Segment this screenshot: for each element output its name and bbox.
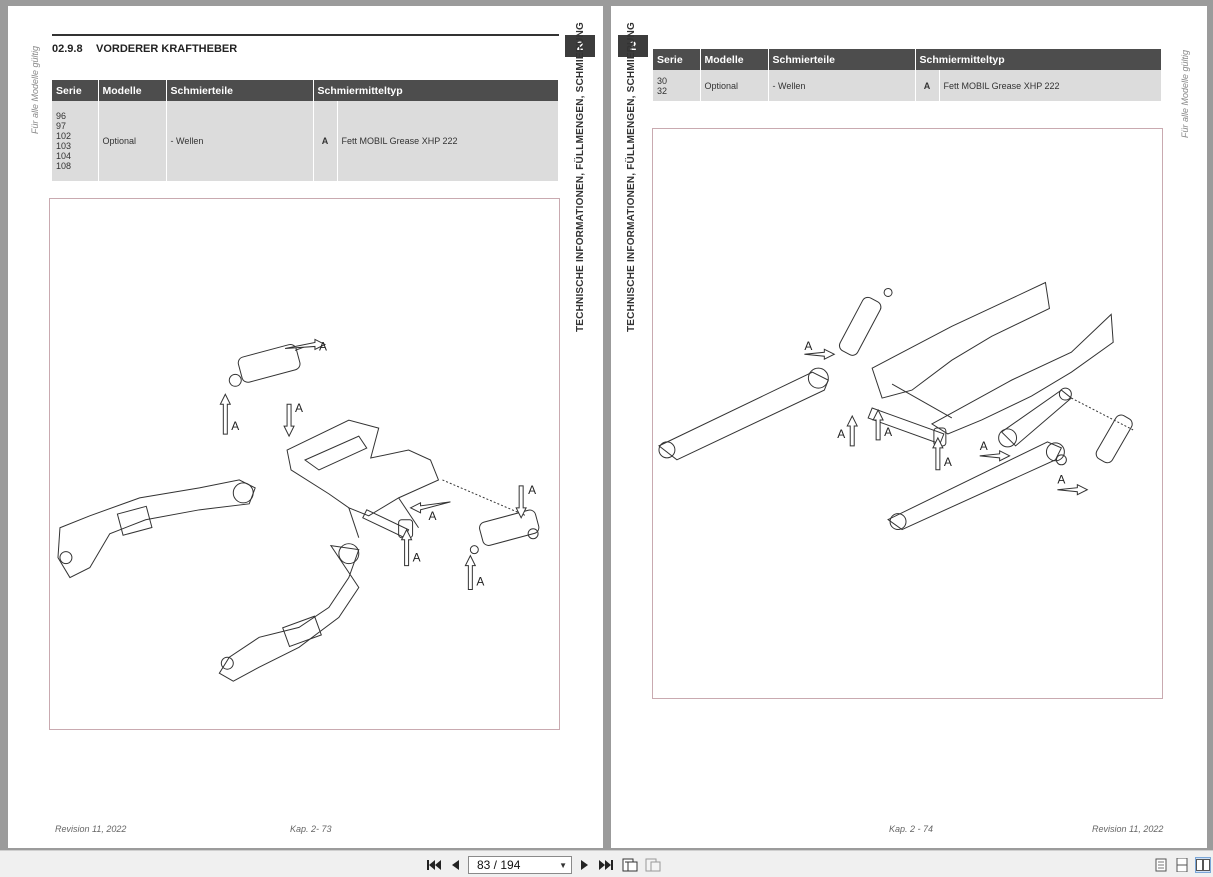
first-page-icon[interactable] [426, 857, 442, 873]
callout-label: A [528, 483, 536, 497]
serie-value: 108 [56, 161, 72, 171]
viewer-toolbar: 83 / 194 ▼ [0, 850, 1213, 877]
callout-label: A [804, 339, 812, 353]
chevron-down-icon[interactable]: ▼ [559, 861, 567, 870]
header-modelle: Modelle [98, 80, 167, 101]
lubrication-table-left: Serie Modelle Schmierteile Schmiermittel… [52, 80, 559, 181]
serie-value: 30 [657, 75, 668, 86]
prev-page-icon[interactable] [447, 857, 463, 873]
callout-label: A [884, 425, 892, 439]
side-note-right: Für alle Modelle gültig [1180, 49, 1190, 138]
cell-serie: 96 97 102 103 104 108 [52, 101, 99, 181]
serie-value: 32 [657, 85, 668, 96]
cell-typ: Fett MOBIL Grease XHP 222 [939, 70, 1162, 101]
callout-label: A [231, 419, 239, 433]
page-number-field[interactable]: 83 / 194 ▼ [468, 856, 572, 874]
callout-label: A [1057, 473, 1065, 487]
last-page-icon[interactable] [598, 857, 614, 873]
cell-letter: A [915, 70, 940, 101]
cell-schmierteile: - Wellen [768, 70, 916, 101]
header-modelle: Modelle [700, 49, 769, 70]
lubrication-table-right: Serie Modelle Schmierteile Schmiermittel… [653, 49, 1162, 101]
linkage-drawing: A A A A A A [658, 281, 1134, 531]
header-schmierteile: Schmierteile [166, 80, 314, 101]
section-title: VORDERER KRAFTHEBER [96, 43, 238, 55]
document-page-right: Für alle Modelle gültig Serie Modelle Sc… [611, 6, 1207, 848]
footer-page-right: Kap. 2 - 74 [889, 824, 934, 834]
section-number: 02.9.8 [52, 43, 83, 55]
rotate-alt-icon[interactable] [645, 857, 661, 873]
callout-label: A [413, 551, 421, 565]
cell-modelle: Optional [700, 70, 769, 101]
header-serie: Serie [52, 80, 99, 101]
callout-label: A [837, 427, 845, 441]
callout-label: A [429, 509, 437, 523]
chapter-title-left: TECHNISCHE INFORMATIONEN, FÜLLMENGEN, SC… [575, 22, 586, 332]
serie-value: 97 [56, 121, 67, 131]
continuous-page-icon[interactable] [1174, 857, 1190, 873]
single-page-icon[interactable] [1153, 857, 1169, 873]
chapter-tab-left: 2 [565, 35, 595, 57]
serie-value: 104 [56, 151, 72, 161]
cell-serie: 30 32 [653, 70, 701, 101]
footer-page-left: Kap. 2- 73 [290, 824, 332, 834]
cell-typ: Fett MOBIL Grease XHP 222 [337, 101, 559, 181]
callout-label: A [980, 439, 988, 453]
two-page-icon[interactable] [1195, 857, 1211, 873]
callout-label: A [476, 575, 484, 589]
footer-revision-right: Revision 11, 2022 [1092, 824, 1164, 834]
serie-value: 103 [56, 141, 72, 151]
header-serie: Serie [653, 49, 701, 70]
header-schmiermitteltyp: Schmiermitteltyp [313, 80, 559, 101]
side-note-left: Für alle Modelle gültig [30, 45, 40, 134]
serie-value: 102 [56, 131, 72, 141]
serie-value: 96 [56, 111, 67, 121]
cell-schmierteile: - Wellen [166, 101, 314, 181]
document-page-left: Für alle Modelle gültig 02.9.8 VORDERER K… [8, 6, 603, 848]
section-heading: 02.9.8 VORDERER KRAFTHEBER [52, 34, 559, 55]
linkage-drawing: A A A A A A A [57, 338, 540, 682]
callout-label: A [319, 339, 327, 353]
figure-rear-linkage: A A A A A A [652, 128, 1163, 699]
callout-label: A [295, 401, 303, 415]
figure-front-linkage: A A A A A A A [49, 198, 560, 730]
chapter-tab-right: 2 [618, 35, 648, 57]
page-indicator: 83 / 194 [477, 858, 521, 872]
cell-letter: A [313, 101, 338, 181]
chapter-title-right: TECHNISCHE INFORMATIONEN, FÜLLMENGEN, SC… [626, 22, 637, 332]
header-schmiermitteltyp: Schmiermitteltyp [915, 49, 1162, 70]
next-page-icon[interactable] [577, 857, 593, 873]
rotate-icon[interactable] [622, 857, 638, 873]
cell-modelle: Optional [98, 101, 167, 181]
header-schmierteile: Schmierteile [768, 49, 916, 70]
callout-label: A [944, 455, 952, 469]
footer-revision-left: Revision 11, 2022 [55, 824, 127, 834]
